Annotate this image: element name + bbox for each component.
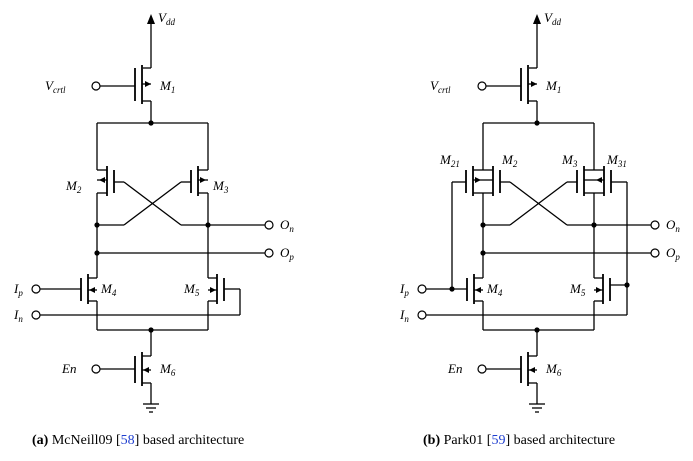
transistor-m3-b (567, 166, 594, 196)
transistor-m6-a (91, 352, 151, 386)
transistor-m31-b (594, 166, 628, 285)
op-label-a: Op (280, 245, 294, 262)
m3-label-a: M3 (212, 178, 229, 195)
m2-label-b: M2 (501, 152, 518, 169)
m4-label-a: M4 (100, 281, 117, 298)
vcrtl-label-b: Vcrtl (430, 78, 451, 95)
transistor-m5-b (594, 274, 630, 304)
m5-label-a: M5 (183, 281, 200, 298)
m6-label-a: M6 (159, 361, 176, 378)
vdd-label-a: Vdd (158, 10, 175, 27)
vdd-arrow-b (533, 14, 541, 24)
transistor-m2-b (483, 166, 510, 196)
ground-icon-b (529, 403, 545, 413)
en-label-a: En (61, 361, 76, 376)
on-label-b: On (666, 217, 680, 234)
vdd-arrow-a (147, 14, 155, 24)
transistor-m2-a (97, 166, 124, 196)
transistor-m4-a (31, 274, 97, 304)
m6-label-b: M6 (545, 361, 562, 378)
caption-b: (b) Park01 [59] based architecture (423, 433, 615, 448)
transistor-m5-a (208, 274, 241, 315)
en-label-b: En (447, 361, 462, 376)
ground-icon-a (143, 403, 159, 413)
m1-label-b: M1 (545, 78, 561, 95)
m31-label-b: M31 (606, 152, 627, 169)
transistor-m1-b (477, 65, 537, 104)
m5-label-b: M5 (569, 281, 586, 298)
transistor-m3-a (181, 166, 208, 196)
ip-label-a: Ip (13, 281, 23, 298)
in-label-a: In (13, 307, 23, 324)
in-label-b: In (399, 307, 409, 324)
transistor-m6-b (477, 352, 537, 386)
transistor-m1-a (91, 65, 151, 104)
m21-label-b: M21 (439, 152, 460, 169)
panel-a-schematic: Vdd Vcrtl M1 M2 (13, 10, 294, 448)
m2-label-a: M2 (65, 178, 82, 195)
caption-a: (a) McNeill09 [58] based architecture (32, 433, 244, 448)
transistor-m4-b (417, 274, 483, 304)
transistor-m21-b (451, 166, 483, 289)
vdd-label-b: Vdd (544, 10, 561, 27)
ip-label-b: Ip (399, 281, 409, 298)
panel-b-schematic: Vdd Vcrtl M1 M21 (399, 10, 680, 448)
m3-label-b: M3 (561, 152, 578, 169)
on-label-a: On (280, 217, 294, 234)
vcrtl-label-a: Vcrtl (45, 78, 66, 95)
op-label-b: Op (666, 245, 680, 262)
m1-label-a: M1 (159, 78, 175, 95)
m4-label-b: M4 (486, 281, 503, 298)
